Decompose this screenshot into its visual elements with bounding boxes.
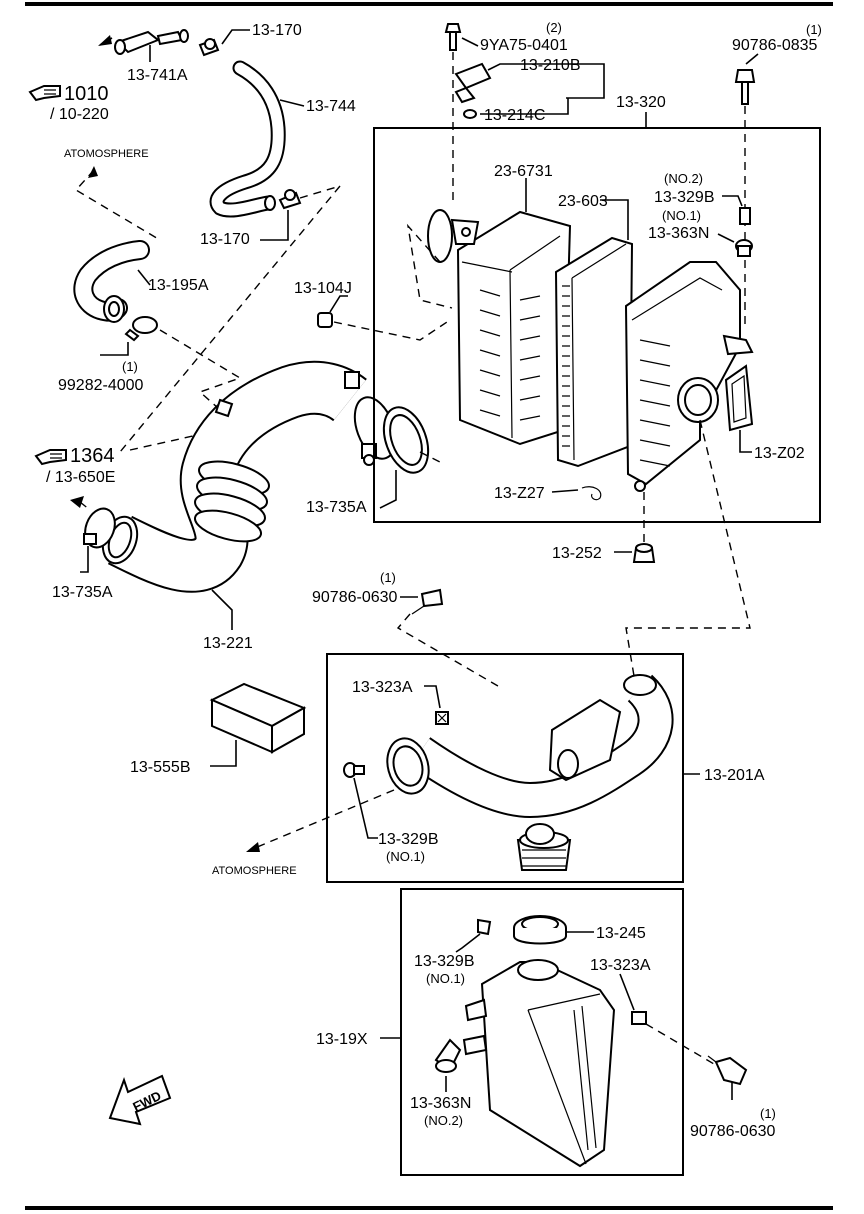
- insulator-13-329b-b: [343, 762, 365, 778]
- label-13-555b: 13-555B: [130, 759, 191, 776]
- label-13-214c: 13-214C: [484, 107, 545, 124]
- upper-case-23-6731: [427, 209, 572, 446]
- no2-a: (NO.2): [664, 171, 703, 186]
- fitting-13-170-mid: [278, 189, 302, 210]
- box-13-320: [373, 127, 821, 523]
- qty-9ya75: (2): [546, 20, 562, 35]
- label-13-170-mid: 13-170: [200, 231, 250, 248]
- label-13-323a-b: 13-323A: [590, 957, 651, 974]
- sensor-13-210b: [454, 62, 492, 104]
- nut-13-323a-a: [435, 711, 449, 725]
- nut-13-323a-b: [631, 1011, 647, 1025]
- block-13-555b: [209, 682, 307, 754]
- fitting-13-170-top: [198, 38, 220, 57]
- lower-case: [624, 261, 754, 492]
- label-13-741a: 13-741A: [127, 67, 188, 84]
- resonator-duct-13-201a: [386, 674, 674, 871]
- label-13-329b-a: 13-329B: [654, 189, 715, 206]
- no2-b: (NO.2): [424, 1113, 463, 1128]
- label-13-104j: 13-104J: [294, 280, 352, 297]
- label-13-323a-a: 13-323A: [352, 679, 413, 696]
- label-13-19x: 13-19X: [316, 1031, 368, 1048]
- ref-10-220: / 10-220: [50, 106, 109, 123]
- clamp-13-735a-left: [70, 496, 116, 549]
- label-90786-0630-a: 90786-0630: [312, 589, 398, 606]
- box-13-201a: [326, 653, 684, 883]
- insulator-13-329b-c: [477, 918, 492, 936]
- hose-13-744: [209, 60, 286, 218]
- insulator-13-329b-a: [739, 207, 751, 225]
- label-9ya75-0401: 9YA75-0401: [480, 37, 568, 54]
- qty-90786-0630-b: (1): [760, 1106, 776, 1121]
- bolt-90786-0835: [734, 69, 756, 105]
- clip-13-z27: [581, 486, 602, 501]
- label-13-z27: 13-Z27: [494, 485, 545, 502]
- bolt-90786-0630-b: [707, 1055, 748, 1086]
- label-23-603: 23-603: [558, 193, 608, 210]
- atmosphere-label-top: ATOMOSPHERE: [64, 148, 149, 160]
- label-13-363n-a: 13-363N: [648, 225, 709, 242]
- box-13-19x: [400, 888, 684, 1176]
- label-13-z02: 13-Z02: [754, 445, 805, 462]
- grommet-13-363n-b: [434, 1038, 462, 1073]
- plug-13-104j: [317, 312, 333, 328]
- label-13-170-top: 13-170: [252, 22, 302, 39]
- label-23-6731: 23-6731: [494, 163, 553, 180]
- ref-13-650e: / 13-650E: [46, 469, 115, 486]
- forward-arrow-icon: FWD: [108, 1074, 172, 1126]
- qty-99282: (1): [122, 359, 138, 374]
- bolt-90786-0630-a: [411, 588, 444, 615]
- gasket-13-z02: [724, 364, 754, 432]
- label-13-320: 13-320: [616, 94, 666, 111]
- pointing-hand-icon: [28, 85, 61, 102]
- oring-13-214c: [463, 109, 477, 119]
- ref-1010: 1010: [64, 83, 109, 105]
- seal-13-245: [513, 915, 567, 945]
- label-13-221: 13-221: [203, 635, 253, 652]
- hose-13-741a: [98, 29, 189, 55]
- top-border: [25, 2, 833, 6]
- grommet-13-363n-a: [735, 239, 753, 257]
- label-13-329b-b: 13-329B: [378, 831, 439, 848]
- label-90786-0630-b: 90786-0630: [690, 1123, 776, 1140]
- resonator-13-19x: [462, 959, 616, 1168]
- label-13-735a-right: 13-735A: [306, 499, 367, 516]
- qty-90786-0835: (1): [806, 22, 822, 37]
- filter-23-603: [554, 236, 634, 468]
- no1-a: (NO.1): [662, 208, 701, 223]
- label-13-210b: 13-210B: [520, 57, 581, 74]
- label-13-329b-c: 13-329B: [414, 953, 475, 970]
- label-13-363n-b: 13-363N: [410, 1095, 471, 1112]
- label-99282-4000: 99282-4000: [58, 377, 144, 394]
- label-13-201a: 13-201A: [704, 767, 765, 784]
- ref-1364: 1364: [70, 445, 115, 467]
- no1-b: (NO.1): [386, 849, 425, 864]
- label-13-245: 13-245: [596, 925, 646, 942]
- hose-13-195a: [73, 240, 150, 323]
- atmosphere-label-bottom: ATOMOSPHERE: [212, 865, 297, 877]
- label-13-195a: 13-195A: [148, 277, 209, 294]
- bolt-9ya75-0401: [444, 23, 462, 51]
- label-13-735a-left: 13-735A: [52, 584, 113, 601]
- label-13-744: 13-744: [306, 98, 356, 115]
- qty-90786-0630-a: (1): [380, 570, 396, 585]
- bottom-border: [25, 1206, 833, 1210]
- duct-13-221: [101, 360, 430, 593]
- label-90786-0835: 90786-0835: [732, 37, 818, 54]
- clamp-99282-4000: [124, 316, 158, 342]
- grommet-13-252: [632, 543, 656, 563]
- clamp-13-735a-right: [361, 443, 377, 466]
- pointing-hand-icon-2: [34, 449, 67, 466]
- no1-c: (NO.1): [426, 971, 465, 986]
- label-13-252: 13-252: [552, 545, 602, 562]
